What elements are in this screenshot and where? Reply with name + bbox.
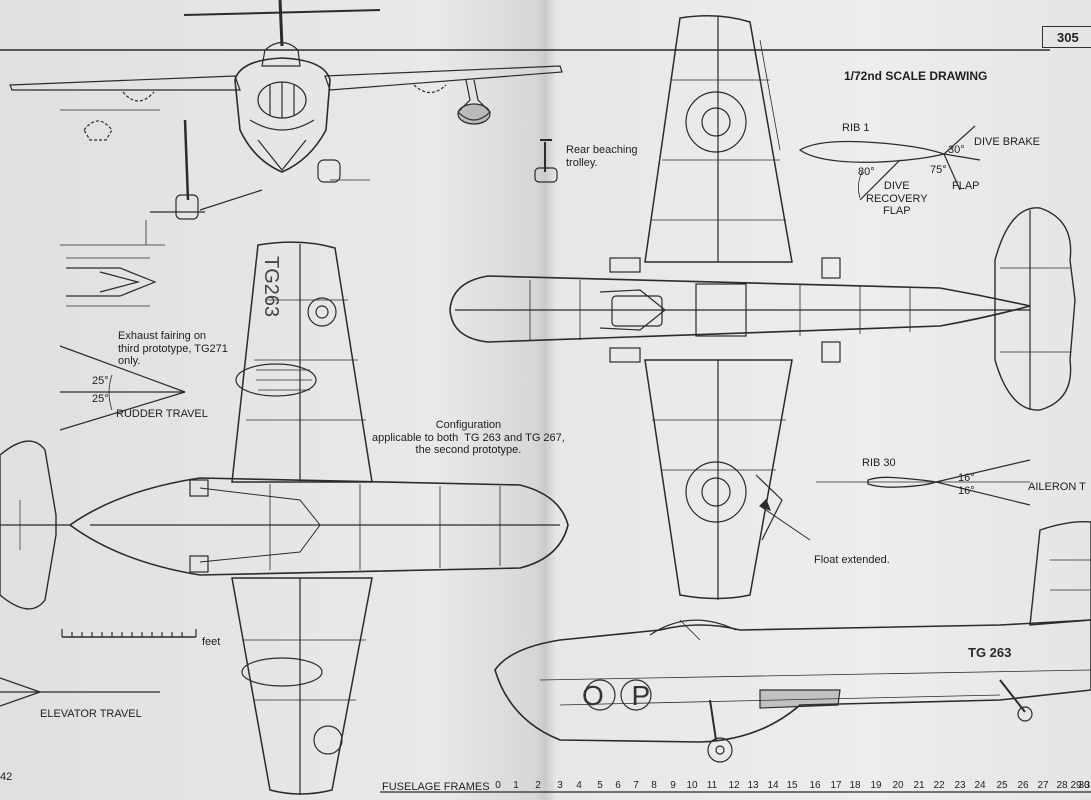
recovery-flap-angle: 80° (858, 166, 875, 178)
scale-bar-unit: feet (202, 636, 221, 648)
frame-number: 9 (670, 780, 676, 791)
page-number: 305 (1042, 26, 1091, 48)
frame-number: 17 (830, 780, 842, 791)
plan-view-top (0, 241, 569, 795)
frame-number: 22 (933, 780, 945, 791)
fuselage-frame-numbers: 0 1 2 3 4 5 6 7 8 9 10 11 12 13 14 15 16… (488, 780, 1091, 794)
frame-number: 14 (767, 780, 779, 791)
rib-sections (798, 125, 1031, 506)
wing-serial-marking: TG263 (260, 256, 282, 318)
frame-number: 15 (786, 780, 798, 791)
elevator-travel-label: ELEVATOR TRAVEL (40, 708, 142, 720)
frame-number: 12 (728, 780, 740, 791)
rudder-travel-diagram (59, 345, 186, 431)
dive-recovery-flap-label: DIVE RECOVERY FLAP (866, 180, 928, 218)
elevator-travel-diagram (0, 677, 160, 707)
frame-number: 1 (513, 780, 519, 791)
rudder-angle-down: 25° (92, 393, 109, 405)
frame-number: 20 (892, 780, 904, 791)
frame-number: 26 (1017, 780, 1029, 791)
frame-number: 21 (913, 780, 925, 791)
rudder-angle-up: 25° (92, 375, 109, 387)
fuselage-frames-label: FUSELAGE FRAMES (382, 781, 490, 793)
frame-number: 0 (495, 780, 501, 791)
scale-bar (61, 629, 197, 638)
plan-view-underside (449, 15, 1076, 600)
frame-number: 19 (870, 780, 882, 791)
frame-number: 6 (615, 780, 621, 791)
fuselage-code-letters: O P (582, 680, 661, 711)
exhaust-fairing-detail (66, 257, 157, 307)
flap-label: FLAP (952, 180, 980, 192)
rear-beaching-trolley-label: Rear beaching trolley. (566, 144, 638, 169)
frame-number: 4 (576, 780, 582, 791)
frame-number: 24 (974, 780, 986, 791)
rib30-angle-up: 16° (958, 472, 975, 484)
scale-title: 1/72nd SCALE DRAWING (844, 69, 988, 83)
page-number-left: 42 (0, 771, 13, 783)
frame-number: 7 (633, 780, 639, 791)
side-view (494, 520, 1091, 763)
frame-number: 13 (747, 780, 759, 791)
frame-number: 23 (954, 780, 966, 791)
beaching-trolley (534, 139, 558, 183)
frame-number: 11 (706, 780, 718, 791)
frame-number: 27 (1037, 780, 1049, 791)
frame-number: 8 (651, 780, 657, 791)
float-extended-label: Float extended. (814, 554, 890, 566)
configuration-note: Configuration applicable to both TG 263 … (372, 419, 565, 457)
frame-number: 5 (597, 780, 603, 791)
front-view (9, 0, 563, 246)
frame-number: 3 (557, 780, 563, 791)
frame-number: 28 (1056, 780, 1068, 791)
frame-number: 25 (996, 780, 1008, 791)
rib30-angle-down: 16° (958, 485, 975, 497)
frame-number: 16 (809, 780, 821, 791)
rudder-travel-label: RUDDER TRAVEL (116, 408, 208, 420)
side-serial-marking: TG 263 (968, 645, 1012, 660)
aileron-label: AILERON T (1028, 481, 1086, 493)
dive-brake-label: DIVE BRAKE (974, 136, 1041, 148)
rib1-label: RIB 1 (842, 122, 870, 134)
frame-number: 30 (1078, 780, 1090, 791)
frame-number: 10 (686, 780, 698, 791)
rib30-label: RIB 30 (862, 457, 896, 469)
frame-number: 29 (1070, 780, 1082, 791)
dive-brake-angle: 30° (948, 144, 965, 156)
exhaust-fairing-label: Exhaust fairing on third prototype, TG27… (118, 330, 228, 368)
flap-angle: 75° (930, 164, 947, 176)
frame-number: 31 (1084, 780, 1091, 791)
frame-number: 2 (535, 780, 541, 791)
frame-number: 18 (849, 780, 861, 791)
